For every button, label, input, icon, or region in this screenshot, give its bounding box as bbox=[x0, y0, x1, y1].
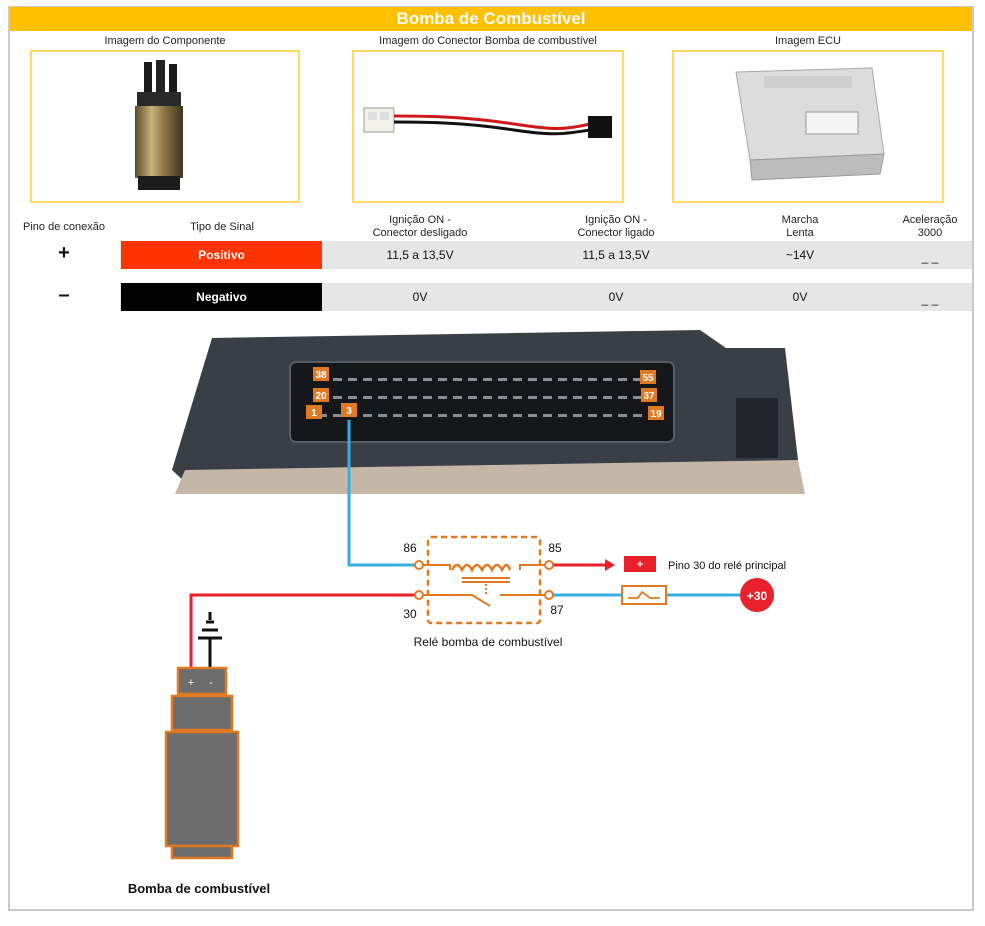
wire-30-to-pump bbox=[189, 593, 416, 668]
ign-off-positive: 11,5 a 13,5V bbox=[386, 248, 454, 262]
svg-text:37: 37 bbox=[643, 391, 655, 402]
ecu-connector: 38 20 1 3 55 37 19 bbox=[172, 330, 805, 494]
plus-box-sign: + bbox=[637, 559, 643, 571]
page-title: Bomba de Combustível bbox=[10, 7, 972, 31]
pin-tag-1: 1 bbox=[306, 405, 322, 419]
arrow-85 bbox=[605, 559, 615, 571]
pin-tag-38: 38 bbox=[313, 367, 329, 381]
pump-plus: + bbox=[188, 677, 194, 689]
pin-tag-20: 20 bbox=[313, 388, 329, 402]
accel-positive: _ _ bbox=[921, 250, 939, 264]
terminal-85: 85 bbox=[548, 541, 562, 555]
ground-icon bbox=[198, 612, 222, 668]
pin-positive: + bbox=[58, 242, 70, 264]
header-signal: Tipo de Sinal bbox=[190, 221, 254, 233]
fuel-pump-icon bbox=[164, 666, 240, 860]
pin-tag-19: 19 bbox=[648, 406, 664, 420]
pin-cell bbox=[10, 241, 120, 269]
header-accel: Aceleração 3000 bbox=[880, 214, 980, 240]
pin-cell bbox=[10, 283, 120, 311]
header-idle-line2: Lenta bbox=[786, 227, 814, 239]
header-ign-off-line1: Ignição ON - bbox=[389, 214, 451, 226]
accel-negative: _ _ bbox=[921, 292, 939, 306]
pin-negative: – bbox=[58, 284, 70, 306]
connector-image-label: Imagem do Conector Bomba de combustível bbox=[379, 35, 597, 47]
wire-ecu-to-86 bbox=[347, 420, 416, 567]
header-ign-off-line2: Conector desligado bbox=[372, 227, 468, 239]
relay bbox=[414, 535, 554, 625]
pump-minus: - bbox=[209, 677, 213, 689]
pin-tag-55: 55 bbox=[640, 370, 656, 384]
plus-box bbox=[624, 556, 656, 572]
header-accel-line2: 3000 bbox=[917, 227, 943, 239]
terminal-87: 87 bbox=[550, 603, 564, 617]
ign-on-negative: 0V bbox=[608, 290, 624, 304]
svg-text:20: 20 bbox=[315, 391, 327, 402]
pin-tag-3: 3 bbox=[341, 403, 357, 417]
fuse-icon bbox=[621, 585, 667, 605]
svg-text:55: 55 bbox=[642, 373, 654, 384]
header-ign-on: Ignição ON - Conector ligado bbox=[536, 214, 696, 240]
main-relay-label: Pino 30 do relé principal bbox=[668, 560, 786, 572]
pump-label: Bomba de combustível bbox=[128, 881, 270, 896]
terminal-30: 30 bbox=[403, 607, 417, 621]
relay-label: Relé bomba de combustível bbox=[414, 635, 563, 649]
pin-tag-37: 37 bbox=[641, 388, 657, 402]
header-ign-on-line1: Ignição ON - bbox=[585, 214, 647, 226]
signal-positive: Positivo bbox=[121, 241, 322, 269]
svg-text:3: 3 bbox=[346, 406, 352, 417]
plus30-label: +30 bbox=[747, 589, 768, 603]
svg-text:38: 38 bbox=[315, 370, 327, 381]
idle-positive: ~14V bbox=[785, 248, 815, 262]
ign-off-negative: 0V bbox=[412, 290, 428, 304]
component-image bbox=[30, 50, 300, 203]
signal-negative: Negativo bbox=[121, 283, 322, 311]
svg-text:1: 1 bbox=[311, 408, 317, 419]
terminal-86: 86 bbox=[403, 541, 417, 555]
idle-negative: 0V bbox=[792, 290, 808, 304]
battery-plus30-icon bbox=[740, 578, 774, 612]
ign-on-positive: 11,5 a 13,5V bbox=[582, 248, 650, 262]
ecu-image-label: Imagem ECU bbox=[774, 35, 842, 47]
header-pin: Pino de conexão bbox=[23, 221, 105, 233]
header-ign-on-line2: Conector ligado bbox=[577, 227, 655, 239]
header-accel-line1: Aceleração bbox=[902, 214, 958, 226]
ecu-image bbox=[672, 50, 944, 203]
header-idle: Marcha Lenta bbox=[740, 214, 860, 240]
connector-image bbox=[352, 50, 624, 203]
svg-text:19: 19 bbox=[650, 409, 662, 420]
header-ign-off: Ignição ON - Conector desligado bbox=[340, 214, 500, 240]
component-image-label: Imagem do Componente bbox=[104, 35, 226, 47]
header-idle-line1: Marcha bbox=[781, 214, 819, 226]
